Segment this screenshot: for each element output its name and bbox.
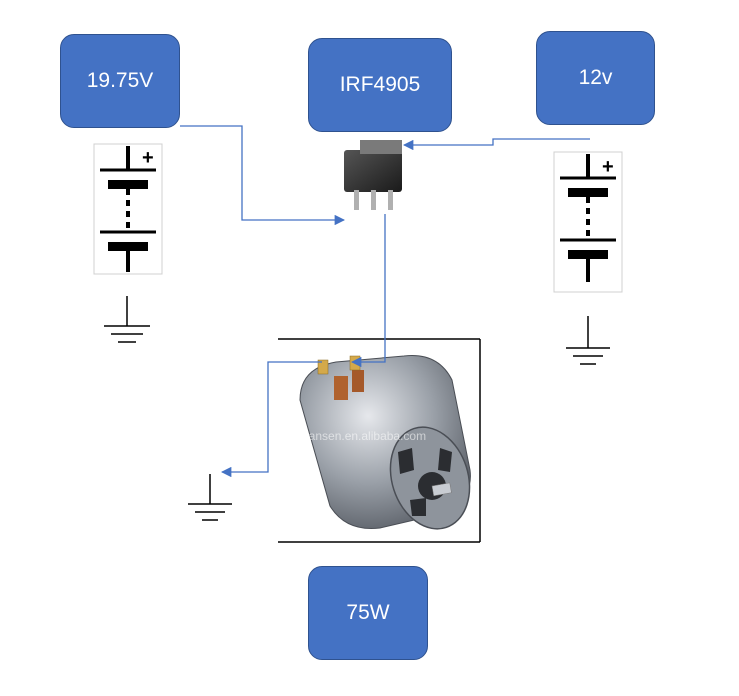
motor-frame bbox=[278, 338, 481, 543]
mosfet-text: IRF4905 bbox=[339, 73, 421, 96]
battery2-voltage-text: 12v bbox=[578, 66, 613, 89]
wire-mosfet-to-motor bbox=[350, 214, 386, 368]
wire-motor-to-ground bbox=[220, 361, 322, 478]
dc-motor-icon: hansen.en.alibaba.com bbox=[299, 355, 471, 530]
svg-text:+: + bbox=[602, 156, 614, 178]
mosfet-label: IRF4905 bbox=[308, 38, 452, 132]
svg-text:+: + bbox=[142, 147, 154, 169]
battery1-symbol-icon: + bbox=[93, 143, 163, 275]
battery1-voltage-label: 19.75V bbox=[60, 34, 180, 128]
mosfet-package-icon bbox=[344, 140, 402, 210]
wire-battery2-to-mosfet bbox=[402, 138, 590, 151]
ground-symbol-icon bbox=[104, 296, 150, 343]
battery2-symbol-icon: + bbox=[553, 151, 623, 293]
wires bbox=[180, 125, 590, 478]
wire-battery1-to-mosfet bbox=[180, 125, 346, 226]
ground-symbol-icon bbox=[188, 474, 232, 521]
battery1-voltage-text: 19.75V bbox=[86, 69, 154, 92]
motor-power-text: 75W bbox=[346, 601, 390, 624]
ground-symbol-icon bbox=[566, 316, 610, 365]
watermark-text: hansen.en.alibaba.com bbox=[302, 429, 426, 443]
battery2-voltage-label: 12v bbox=[536, 31, 655, 125]
motor-power-label: 75W bbox=[308, 566, 428, 660]
